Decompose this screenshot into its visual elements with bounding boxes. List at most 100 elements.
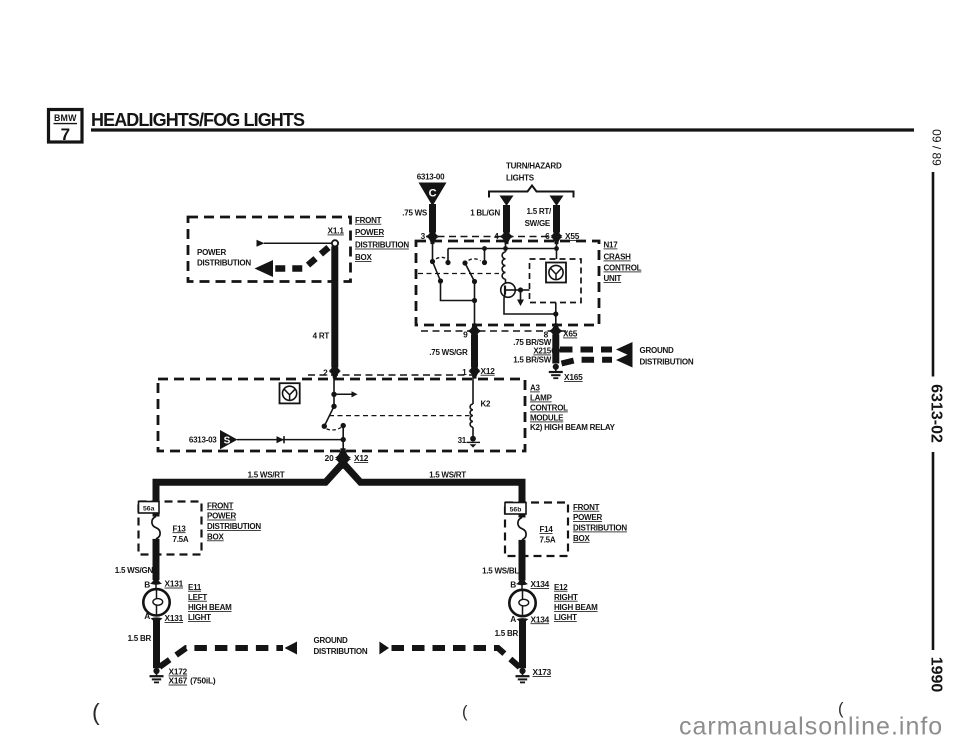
wire-label-15brsw: 1.5 BR/SW	[513, 356, 551, 365]
page-margin: 09 / 89 6313-02 1990	[928, 129, 945, 692]
crash-sensor-icon	[548, 264, 564, 281]
lamp-id-e11: E11	[188, 583, 202, 592]
pin-b-right: B	[510, 580, 516, 590]
signal-id: 6313-03	[189, 435, 217, 444]
component-name-a3-1: LAMP	[530, 394, 553, 403]
ground-dist-bottom-2: DISTRIBUTION	[314, 647, 368, 656]
connector-flare	[516, 577, 528, 586]
fuse-rating-f13: 7.5A	[173, 535, 189, 544]
component-name-n17-1: CRASH	[604, 253, 632, 262]
switch-throw-arc	[468, 258, 481, 262]
fuse-slot-label: 56a	[143, 505, 155, 512]
logo-brand: BMW	[54, 113, 77, 123]
crash-control-unit-n17: N17 CRASH CONTROL UNIT	[414, 239, 642, 327]
power-distribution-x11: POWER DISTRIBUTION X1.1 FRONT POWER DIST…	[186, 215, 410, 379]
wire-label-15br-left: 1.5 BR	[128, 634, 152, 643]
fuse-rating-f14: 7.5A	[540, 536, 556, 545]
ground-dist-arrow-icon	[379, 641, 389, 655]
lamp-name-e11-2: HIGH BEAM	[188, 603, 232, 612]
wire-label-75brsw: .75 BR/SW	[513, 338, 551, 347]
right-branch: 56b F14 7.5A FRONT POWER DISTRIBUTION BO…	[379, 501, 628, 684]
component-box-a3	[156, 377, 527, 453]
terminal-bowtie	[469, 363, 481, 378]
fuse-id-f14: F14	[540, 525, 554, 534]
right-box-label-1: FRONT	[573, 503, 600, 512]
junction-dot	[470, 435, 476, 442]
switch-throw-arc	[326, 426, 342, 431]
terminal-3: 3	[421, 231, 426, 241]
diode-icon	[276, 436, 284, 444]
junction-dot	[551, 346, 561, 355]
module-symbol-box	[278, 382, 301, 405]
sheet-number: 6313-02	[928, 384, 945, 443]
fuse-icon-f14	[517, 516, 527, 541]
wire-label-1blgn: 1 BL/GN	[470, 208, 500, 217]
turn-hazard-feeds: TURN/HAZARD LIGHTS 1 BL/GN 4 1.5 RT/ SW/…	[470, 162, 580, 242]
down-arrow-icon	[517, 299, 524, 306]
ground-dist-label-1: GROUND	[640, 346, 675, 355]
power-dist-label-2: DISTRIBUTION	[197, 258, 251, 267]
connector-x131-a: X131	[165, 613, 184, 623]
fuse-id-f13: F13	[173, 524, 187, 533]
left-box-label-2: POWER	[207, 512, 236, 521]
switch-blade	[464, 262, 476, 282]
ground-x173: X173	[533, 667, 552, 677]
component-id-a3: A3	[530, 384, 541, 393]
bmw-logo-box	[46, 107, 84, 144]
component-box-x11	[186, 215, 352, 283]
left-box-label-4: BOX	[207, 532, 225, 541]
power-dist-arrow-icon	[254, 260, 273, 277]
bulb-icon-e12	[507, 588, 538, 618]
terminal-x11: X1.1	[328, 226, 345, 236]
x11-box-label-2: POWER	[355, 228, 384, 237]
ground-dist-arrow-icon	[616, 352, 633, 368]
ground-dist-dash-left	[157, 645, 283, 670]
lamp-name-e12-1: RIGHT	[554, 593, 578, 602]
relay-coil-k2	[469, 403, 474, 428]
turn-hazard-label-2: LIGHTS	[506, 174, 535, 183]
component-note-a3: K2) HIGH BEAM RELAY	[530, 423, 616, 432]
relay-coil	[501, 251, 506, 280]
switch-blade	[431, 261, 442, 282]
left-box-label-3: DISTRIBUTION	[207, 522, 261, 531]
wire-label-15br-right: 1.5 BR	[495, 629, 519, 638]
terminal-bowtie	[329, 363, 341, 378]
ground-x165: X165	[564, 372, 583, 382]
fuse-box-left	[137, 500, 203, 556]
junction-dot	[445, 259, 451, 266]
power-dist-dash	[275, 245, 331, 272]
ground-distribution-bottom: GROUND DISTRIBUTION	[314, 636, 369, 656]
connector-x215: X215	[533, 347, 551, 356]
wire-15wsrt-left	[152, 460, 346, 517]
x11-box-label-4: BOX	[355, 253, 373, 262]
junction-dot	[503, 246, 508, 251]
connector-x65: X65	[563, 329, 578, 339]
fuse-slot-label: 56b	[510, 506, 522, 513]
pin-a-left: A	[144, 611, 150, 621]
ground-x167-id: X167	[169, 676, 188, 686]
feed-arrow-icon-left	[499, 195, 514, 206]
ground-dist-arrow-icon	[284, 641, 297, 655]
fuse-icon-f13	[151, 515, 161, 540]
watermark-text: carmanualsonline.info	[679, 713, 943, 741]
connector-x12-20: X12	[354, 453, 369, 463]
ground-wedge-icon	[469, 444, 477, 448]
ground-dist-bottom-1: GROUND	[314, 636, 349, 645]
wire-15wsrt-right	[340, 460, 526, 518]
power-dist-label-1: POWER	[197, 248, 226, 257]
ground-x172: X172	[169, 667, 188, 677]
connector-x55: X55	[565, 231, 580, 241]
page-title: HEADLIGHTS/FOG LIGHTS	[91, 110, 305, 130]
ground-x167: X167(750iL)	[169, 676, 216, 686]
sensor-symbol-box	[545, 261, 567, 284]
wire-label-15rt: 1.5 RT/	[527, 207, 553, 216]
scan-mark-left: (	[92, 699, 100, 725]
switch-throw-arc	[435, 256, 448, 260]
terminal-2: 2	[323, 368, 328, 378]
page-header: BMW 7 HEADLIGHTS/FOG LIGHTS	[46, 107, 914, 144]
lamp-name-e12-2: HIGH BEAM	[554, 603, 598, 612]
left-box-label-1: FRONT	[207, 501, 234, 510]
ground-icon-x173	[514, 666, 531, 684]
terminal-8: 8	[544, 330, 549, 340]
component-name-a3-3: MODULE	[530, 414, 564, 423]
